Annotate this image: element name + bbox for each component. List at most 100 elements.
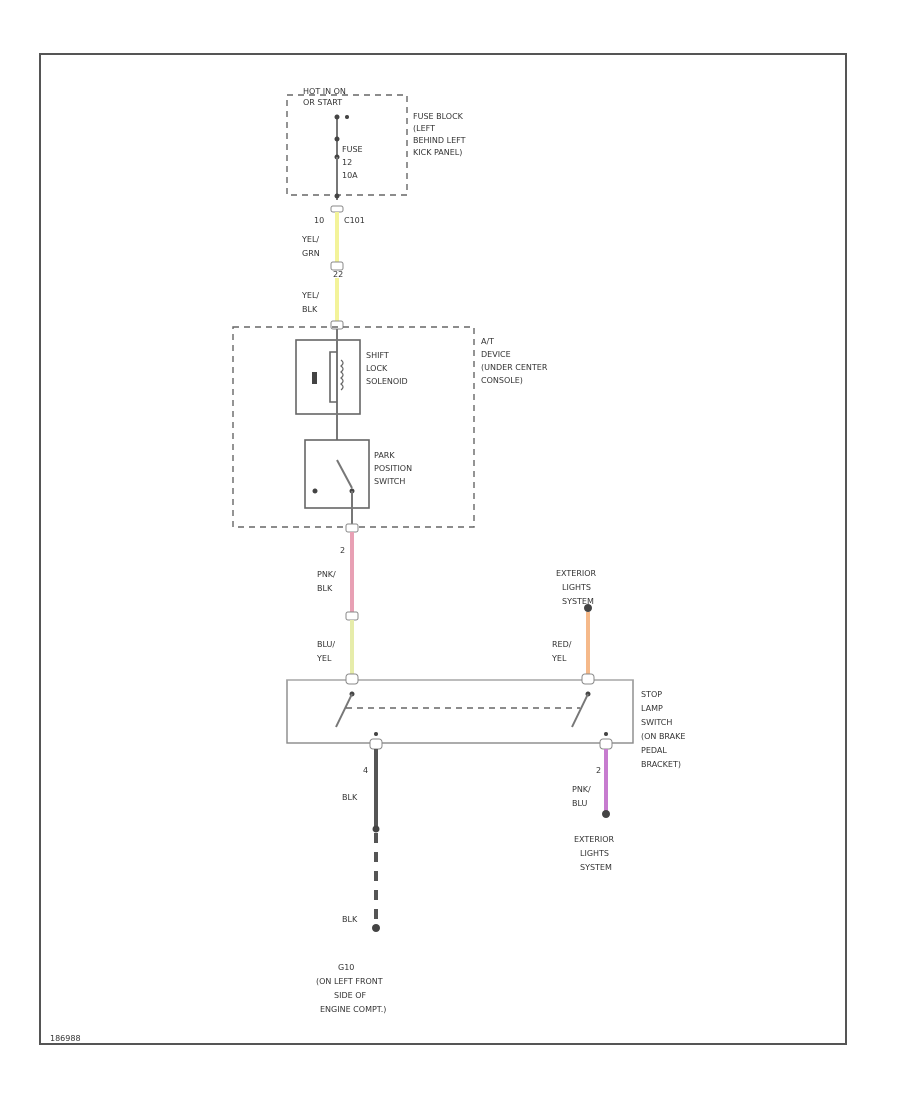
exterior-lights-label-line: EXTERIOR [574, 835, 615, 844]
stop-lamp-label-line: SWITCH [641, 718, 672, 727]
fuse-block-label-line: FUSE BLOCK [413, 112, 464, 121]
splice-dot [372, 825, 380, 833]
wire-label-line: BLK [317, 584, 333, 593]
at-device-label-line: DEVICE [481, 350, 511, 359]
fuse-label-line: 10A [342, 171, 358, 180]
connector-pin-2: 2 [340, 546, 345, 555]
wire-pnk-blu-label: PNK/ BLU [572, 785, 591, 808]
wire-label-line: PNK/ [317, 570, 336, 579]
shift-lock-label-line: LOCK [366, 364, 388, 373]
fuse-label-line: FUSE [342, 145, 363, 154]
fuse-label: FUSE 12 10A [342, 145, 363, 180]
fuse-label-line: 12 [342, 158, 352, 167]
stop-switch-arm-right [571, 693, 589, 728]
park-position-switch-box [304, 439, 370, 509]
hot-in-label-line: HOT IN ON [303, 87, 346, 96]
solenoid-core [312, 372, 317, 384]
figure-reference: 186988 [50, 1034, 81, 1043]
wire-red-yel-label: RED/ YEL [551, 640, 572, 663]
stop-switch-arm-left [335, 693, 353, 728]
stop-lamp-label-line: PEDAL [641, 746, 667, 755]
diagram-frame [39, 53, 847, 1045]
park-switch-arm [336, 459, 353, 489]
fuse-block-label-line: (LEFT [413, 124, 435, 133]
wire-label-line: YEL [551, 654, 567, 663]
shift-lock-solenoid-box [295, 339, 361, 415]
fuse-mid-terminal [334, 136, 340, 142]
exterior-lights-label-line: EXTERIOR [556, 569, 597, 578]
shift-lock-label-line: SHIFT [366, 351, 389, 360]
at-device-label-line: A/T [481, 337, 494, 346]
stop-lamp-label-line: BRACKET) [641, 760, 681, 769]
wire-label-line: BLU [572, 799, 588, 808]
hot-in-label: HOT IN ON OR START [303, 87, 346, 107]
connector-inline-splice [345, 611, 359, 621]
at-device-label: A/T DEVICE (UNDER CENTER CONSOLE) [481, 337, 548, 385]
connector-c101-pin: 10 [314, 216, 324, 225]
at-device-label-line: CONSOLE) [481, 376, 523, 385]
ground-label: G10 (ON LEFT FRONT SIDE OF ENGINE COMPT.… [316, 963, 386, 1014]
wire-yel-grn-label: YEL/ GRN [301, 235, 320, 258]
ground-label-line: (ON LEFT FRONT [316, 977, 383, 986]
ground-label-line: ENGINE COMPT.) [320, 1005, 386, 1014]
fuse-bottom-terminal [334, 193, 340, 199]
shift-lock-label-line: SOLENOID [366, 377, 408, 386]
fuse-block-label-line: KICK PANEL) [413, 148, 462, 157]
ground-terminal [372, 924, 380, 932]
connector-pin-2b: 2 [596, 766, 601, 775]
park-switch-label: PARK POSITION SWITCH [374, 451, 412, 486]
wire-blk2-label: BLK [342, 915, 358, 924]
connector-c101-top [330, 205, 344, 213]
wire-blu-yel-label: BLU/ YEL [316, 640, 335, 663]
wire-pnk-blk-label: PNK/ BLK [317, 570, 336, 593]
park-switch-label-line: POSITION [374, 464, 412, 473]
fuse-block-box [286, 94, 408, 196]
at-device-label-line: (UNDER CENTER [481, 363, 548, 372]
wire-label-line: YEL [316, 654, 332, 663]
wire-label-line: GRN [302, 249, 320, 258]
connector-at-device-bottom [345, 523, 359, 533]
wire-label-line: PNK/ [572, 785, 591, 794]
stop-switch-contact [374, 732, 378, 736]
wire-label-line: RED/ [552, 640, 572, 649]
wire-label-line: BLU/ [317, 640, 335, 649]
stop-lamp-label-line: LAMP [641, 704, 663, 713]
connector-stop-lamp-left [345, 673, 359, 685]
park-switch-label-line: SWITCH [374, 477, 405, 486]
connector-at-device-top [330, 320, 344, 330]
connector-mid-top [330, 261, 344, 271]
connector-c101-name: C101 [344, 216, 365, 225]
fuse-top-terminal [345, 115, 349, 119]
connector-stop-lamp-right [581, 673, 595, 685]
fuse-top-terminal [334, 114, 340, 120]
exterior-lights-bottom-terminal [602, 810, 610, 818]
exterior-lights-label-line: SYSTEM [580, 863, 612, 872]
exterior-lights-top-label: EXTERIOR LIGHTS SYSTEM [556, 569, 597, 606]
wire-label-line: YEL/ [301, 291, 319, 300]
wire-label-line: BLK [302, 305, 318, 314]
solenoid-winding-icon [340, 359, 344, 391]
wire-label-line: YEL/ [301, 235, 319, 244]
stop-lamp-label-line: (ON BRAKE [641, 732, 685, 741]
solenoid-coil-icon [329, 351, 337, 403]
exterior-lights-label-line: SYSTEM [562, 597, 594, 606]
park-switch-label-line: PARK [374, 451, 395, 460]
stop-switch-contact [604, 732, 608, 736]
wire-yel-blk-label: YEL/ BLK [301, 291, 319, 314]
connector-stop-lamp-bottom-right [599, 738, 613, 750]
stop-lamp-label: STOP LAMP SWITCH (ON BRAKE PEDAL BRACKET… [641, 690, 685, 769]
wire-blk-label: BLK [342, 793, 358, 802]
exterior-lights-top-terminal [584, 604, 592, 612]
fuse-block-label-line: BEHIND LEFT [413, 136, 466, 145]
park-switch-contact [312, 488, 318, 494]
connector-pin-4: 4 [363, 766, 368, 775]
exterior-lights-label-line: LIGHTS [580, 849, 609, 858]
stop-lamp-label-line: STOP [641, 690, 662, 699]
exterior-lights-bottom-label: EXTERIOR LIGHTS SYSTEM [574, 835, 615, 872]
stop-lamp-switch-box [286, 679, 634, 744]
ground-label-line: SIDE OF [334, 991, 366, 1000]
exterior-lights-label-line: LIGHTS [562, 583, 591, 592]
ground-label-line: G10 [338, 963, 354, 972]
hot-in-label-line: OR START [303, 98, 342, 107]
